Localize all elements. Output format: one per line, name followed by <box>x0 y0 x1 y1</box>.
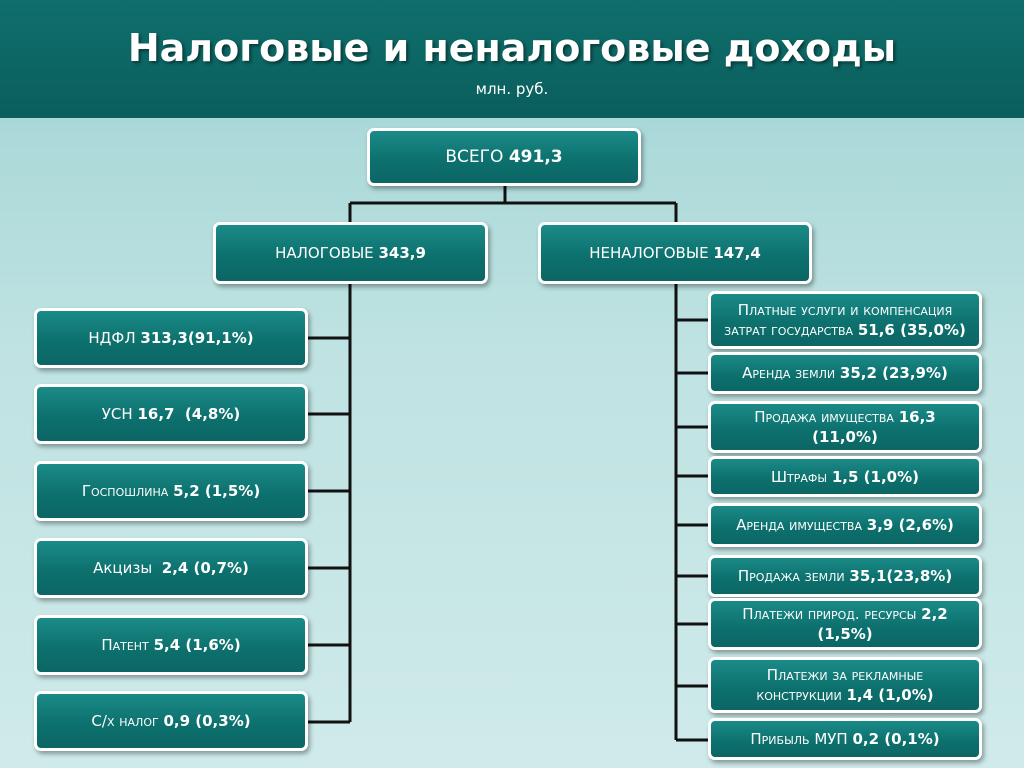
node-total: ВСЕГО 491,3 <box>367 128 641 186</box>
header-banner: Налоговые и неналоговые доходы млн. руб. <box>0 0 1024 118</box>
item-value: 16,7 (4,8%) <box>137 405 241 423</box>
page-title: Налоговые и неналоговые доходы <box>127 26 897 70</box>
item-label: Штрафы <box>771 467 828 486</box>
nontax-item-arenda-imushchestva: Аренда имущества 3,9 (2,6%) <box>708 503 982 547</box>
item-label: НДФЛ <box>88 329 136 347</box>
tax-item-ndfl: НДФЛ 313,3(91,1%) <box>34 308 308 368</box>
node-nontax-label: НЕНАЛОГОВЫЕ <box>589 244 709 262</box>
item-label: УСН <box>101 405 133 423</box>
node-tax: НАЛОГОВЫЕ 343,9 <box>213 222 488 284</box>
tax-item-patent: Патент 5,4 (1,6%) <box>34 615 308 675</box>
item-value: 5,2 (1,5%) <box>173 482 261 500</box>
item-value: 2,2 (1,5%) <box>817 605 948 643</box>
item-label: С/х налог <box>91 712 159 730</box>
nontax-item-shtrafy: Штрафы 1,5 (1,0%) <box>708 456 982 497</box>
node-tax-label: НАЛОГОВЫЕ <box>275 244 374 262</box>
item-label: Платные услуги и компенсация затрат госу… <box>724 301 953 339</box>
nontax-item-prodazha-imushchestva: Продажа имущества 16,3 (11,0%) <box>708 401 982 453</box>
tax-item-sh-nalog: С/х налог 0,9 (0,3%) <box>34 691 308 751</box>
item-label: Прибыль МУП <box>750 730 848 748</box>
node-nontax: НЕНАЛОГОВЫЕ 147,4 <box>538 222 812 284</box>
nontax-item-arenda-zemli: Аренда земли 35,2 (23,9%) <box>708 352 982 394</box>
nontax-item-platnye-uslugi: Платные услуги и компенсация затрат госу… <box>708 291 982 349</box>
item-label: Платежи за рекламные конструкции <box>756 666 924 704</box>
item-value: 51,6 (35,0%) <box>857 321 966 339</box>
nontax-item-platezhi-reklamnye: Платежи за рекламные конструкции 1,4 (1,… <box>708 657 982 713</box>
nontax-item-platezhi-prirod-resursy: Платежи природ. ресурсы 2,2 (1,5%) <box>708 598 982 650</box>
item-label: Платежи природ. ресурсы <box>742 605 917 623</box>
item-value: 3,9 (2,6%) <box>866 516 954 534</box>
item-label: Продажа земли <box>737 567 845 585</box>
nontax-item-pribyl-mup: Прибыль МУП 0,2 (0,1%) <box>708 718 982 760</box>
item-label: Госпошлина <box>81 482 169 500</box>
item-value: 35,1(23,8%) <box>849 567 953 585</box>
node-total-label: ВСЕГО <box>445 147 504 167</box>
item-value: 2,4 (0,7%) <box>161 559 249 577</box>
item-label: Акцизы <box>93 559 153 577</box>
item-value: 5,4 (1,6%) <box>153 636 241 654</box>
item-label: Аренда земли <box>742 364 836 382</box>
tax-item-usn: УСН 16,7 (4,8%) <box>34 384 308 444</box>
item-value: 0,2 (0,1%) <box>852 730 940 748</box>
page-subtitle: млн. руб. <box>475 80 549 98</box>
item-value: 0,9 (0,3%) <box>163 712 251 730</box>
item-value: 313,3(91,1%) <box>140 329 254 347</box>
node-total-value: 491,3 <box>508 147 563 167</box>
item-label: Продажа имущества <box>754 408 894 426</box>
item-value: 16,3 (11,0%) <box>812 408 936 446</box>
nontax-item-prodazha-zemli: Продажа земли 35,1(23,8%) <box>708 555 982 597</box>
item-value: 1,5 (1,0%) <box>831 467 919 486</box>
tax-item-gosposhlina: Госпошлина 5,2 (1,5%) <box>34 461 308 521</box>
tax-item-akcizy: Акцизы 2,4 (0,7%) <box>34 538 308 598</box>
item-value: 35,2 (23,9%) <box>839 364 948 382</box>
node-tax-value: 343,9 <box>378 244 426 262</box>
item-label: Аренда имущества <box>736 516 862 534</box>
item-value: 1,4 (1,0%) <box>846 686 934 704</box>
node-nontax-value: 147,4 <box>713 244 761 262</box>
item-label: Патент <box>101 636 149 654</box>
